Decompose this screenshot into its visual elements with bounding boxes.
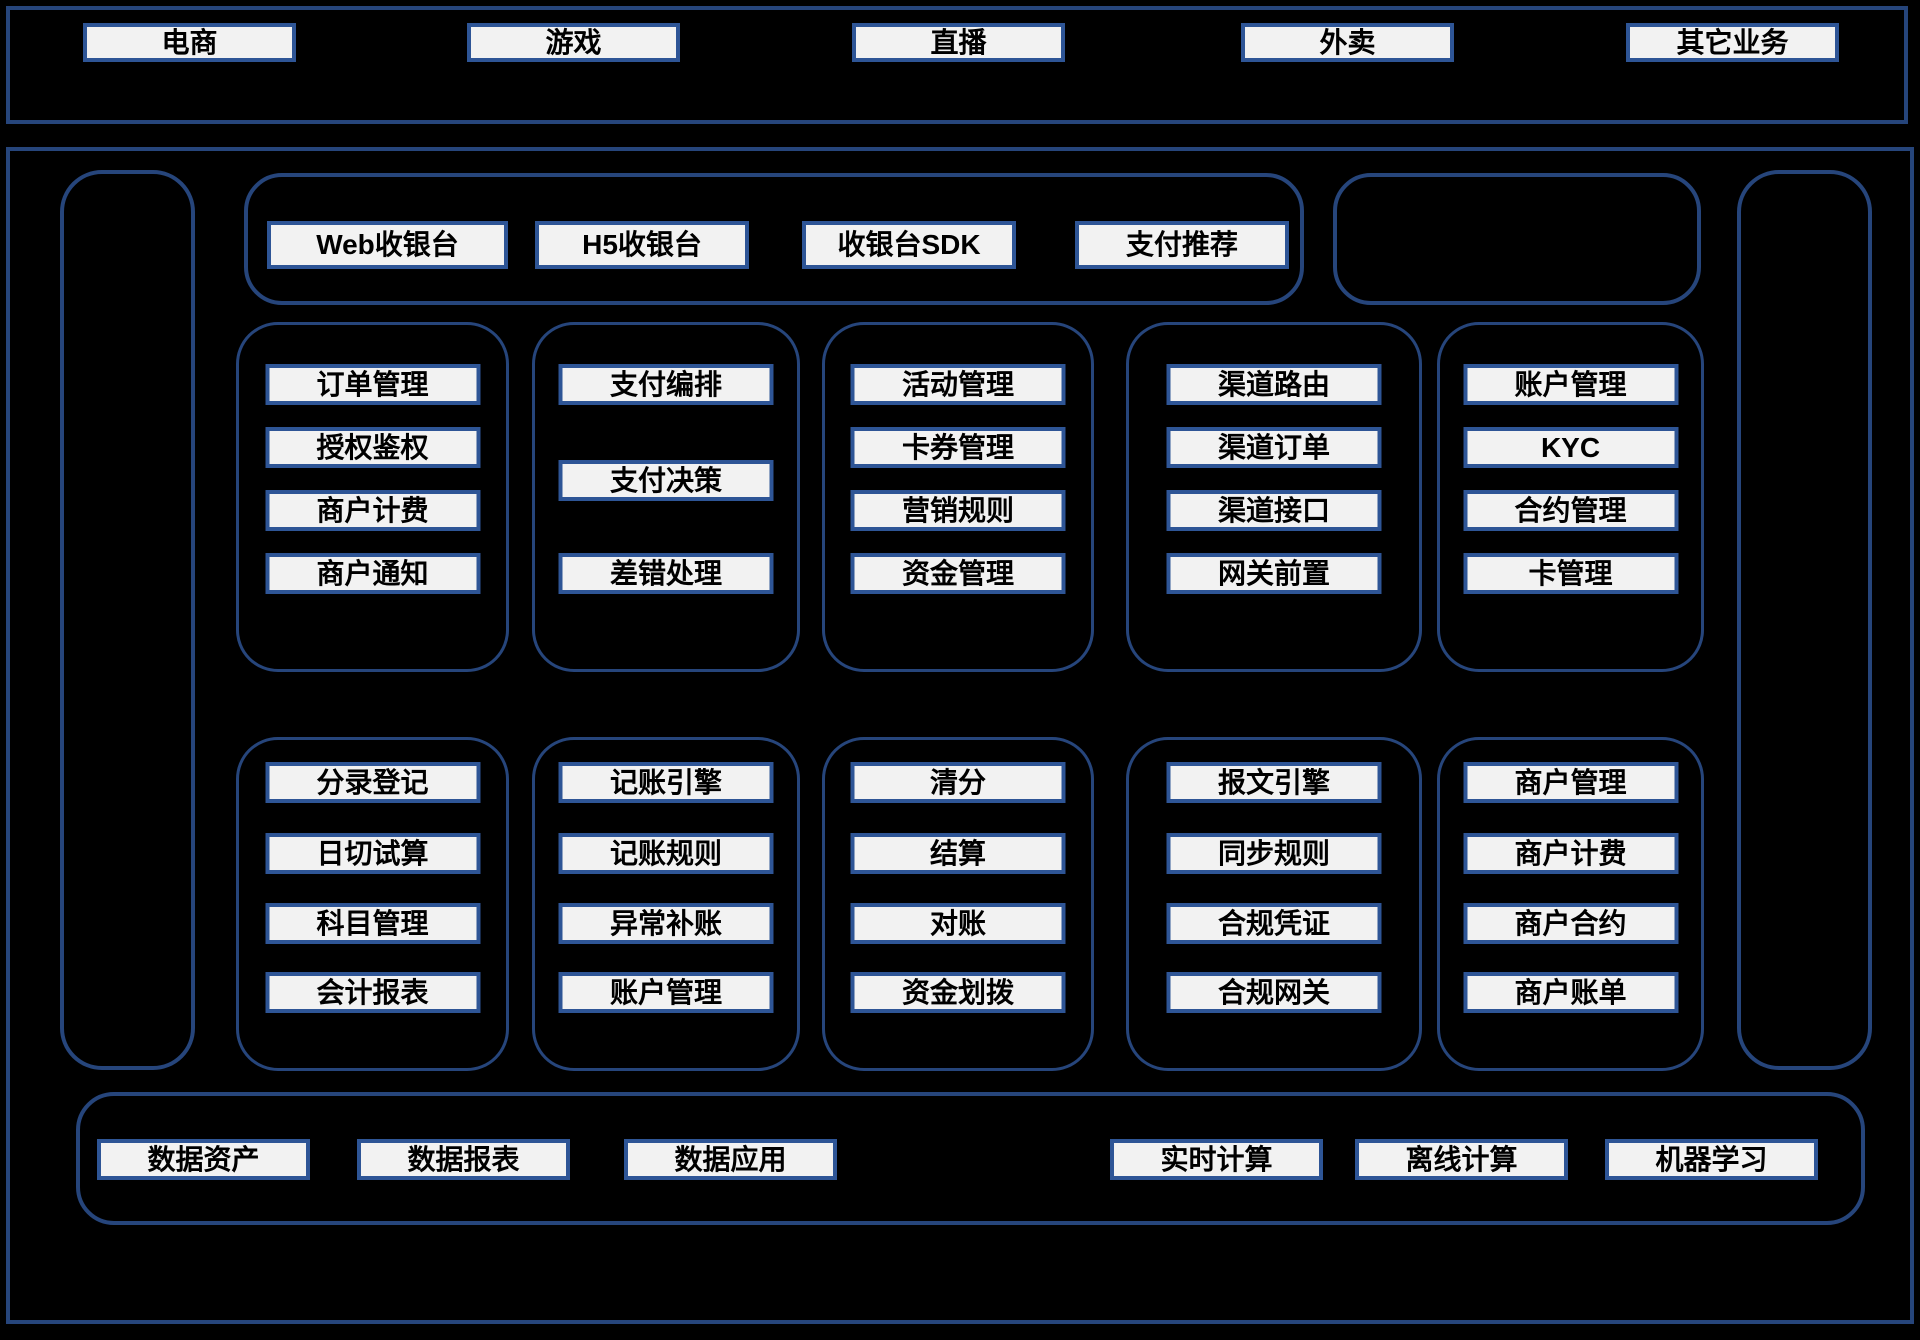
business-box-ecommerce: 电商: [83, 23, 296, 62]
data-layer: 数据资产 数据报表 数据应用 实时计算 离线计算 机器学习: [76, 1092, 1865, 1225]
module-item: 渠道订单: [1166, 427, 1382, 468]
business-box-other: 其它业务: [1626, 23, 1839, 62]
module-channel: 渠道路由 渠道订单 渠道接口 网关前置: [1126, 322, 1422, 672]
module-item: 商户合约: [1463, 903, 1678, 944]
module-item: KYC: [1463, 427, 1678, 468]
module-item: 卡券管理: [850, 427, 1066, 468]
module-item: 支付决策: [558, 460, 774, 501]
module-item: 同步规则: [1166, 833, 1382, 874]
module-item: 渠道接口: [1166, 490, 1382, 531]
module-item: 商户计费: [265, 490, 480, 531]
module-item: 科目管理: [265, 903, 480, 944]
module-item: 网关前置: [1166, 553, 1382, 594]
business-box-livestream: 直播: [852, 23, 1065, 62]
checkout-box-recommend: 支付推荐: [1075, 221, 1289, 269]
module-item: 商户管理: [1463, 762, 1678, 803]
checkout-box-web: Web收银台: [267, 221, 508, 269]
data-box-ml: 机器学习: [1605, 1139, 1818, 1180]
module-item: 结算: [850, 833, 1066, 874]
checkout-box-sdk: 收银台SDK: [802, 221, 1016, 269]
module-item: 记账规则: [558, 833, 774, 874]
module-item: 异常补账: [558, 903, 774, 944]
right-sidebar: [1737, 170, 1872, 1070]
module-marketing: 活动管理 卡券管理 营销规则 资金管理: [822, 322, 1094, 672]
module-item: 日切试算: [265, 833, 480, 874]
left-sidebar: [60, 170, 195, 1070]
module-item: 清分: [850, 762, 1066, 803]
checkout-box-h5: H5收银台: [535, 221, 749, 269]
module-merchant: 商户管理 商户计费 商户合约 商户账单: [1437, 737, 1704, 1071]
module-item: 合规网关: [1166, 972, 1382, 1013]
module-item: 订单管理: [265, 364, 480, 405]
data-box-realtime: 实时计算: [1110, 1139, 1323, 1180]
business-box-takeout: 外卖: [1241, 23, 1454, 62]
module-order-management: 订单管理 授权鉴权 商户计费 商户通知: [236, 322, 509, 672]
module-payment-orchestration: 支付编排 支付决策 差错处理: [532, 322, 800, 672]
module-bookkeeping: 记账引擎 记账规则 异常补账 账户管理: [532, 737, 800, 1071]
business-layer: 电商 游戏 直播 外卖 其它业务: [6, 6, 1908, 124]
module-item: 合规凭证: [1166, 903, 1382, 944]
module-item: 支付编排: [558, 364, 774, 405]
checkout-layer: Web收银台 H5收银台 收银台SDK 支付推荐: [244, 173, 1304, 305]
module-item: 会计报表: [265, 972, 480, 1013]
data-box-reports: 数据报表: [357, 1139, 570, 1180]
module-item: 差错处理: [558, 553, 774, 594]
module-item: 资金管理: [850, 553, 1066, 594]
module-item: 对账: [850, 903, 1066, 944]
module-item: 合约管理: [1463, 490, 1678, 531]
module-clearing-settlement: 清分 结算 对账 资金划拨: [822, 737, 1094, 1071]
module-account: 账户管理 KYC 合约管理 卡管理: [1437, 322, 1704, 672]
data-box-offline: 离线计算: [1355, 1139, 1568, 1180]
module-item: 报文引擎: [1166, 762, 1382, 803]
module-ledger: 分录登记 日切试算 科目管理 会计报表: [236, 737, 509, 1071]
platform-layer: Web收银台 H5收银台 收银台SDK 支付推荐 订单管理 授权鉴权 商户计费 …: [6, 147, 1914, 1324]
module-item: 营销规则: [850, 490, 1066, 531]
module-item: 卡管理: [1463, 553, 1678, 594]
module-compliance-messaging: 报文引擎 同步规则 合规凭证 合规网关: [1126, 737, 1422, 1071]
module-item: 活动管理: [850, 364, 1066, 405]
module-item: 商户账单: [1463, 972, 1678, 1013]
module-item: 分录登记: [265, 762, 480, 803]
module-item: 资金划拨: [850, 972, 1066, 1013]
module-item: 账户管理: [558, 972, 774, 1013]
module-item: 渠道路由: [1166, 364, 1382, 405]
business-box-gaming: 游戏: [467, 23, 680, 62]
module-item: 商户计费: [1463, 833, 1678, 874]
data-box-apps: 数据应用: [624, 1139, 837, 1180]
module-item: 商户通知: [265, 553, 480, 594]
module-item: 账户管理: [1463, 364, 1678, 405]
data-box-assets: 数据资产: [97, 1139, 310, 1180]
module-item: 记账引擎: [558, 762, 774, 803]
module-item: 授权鉴权: [265, 427, 480, 468]
empty-panel: [1333, 173, 1701, 305]
